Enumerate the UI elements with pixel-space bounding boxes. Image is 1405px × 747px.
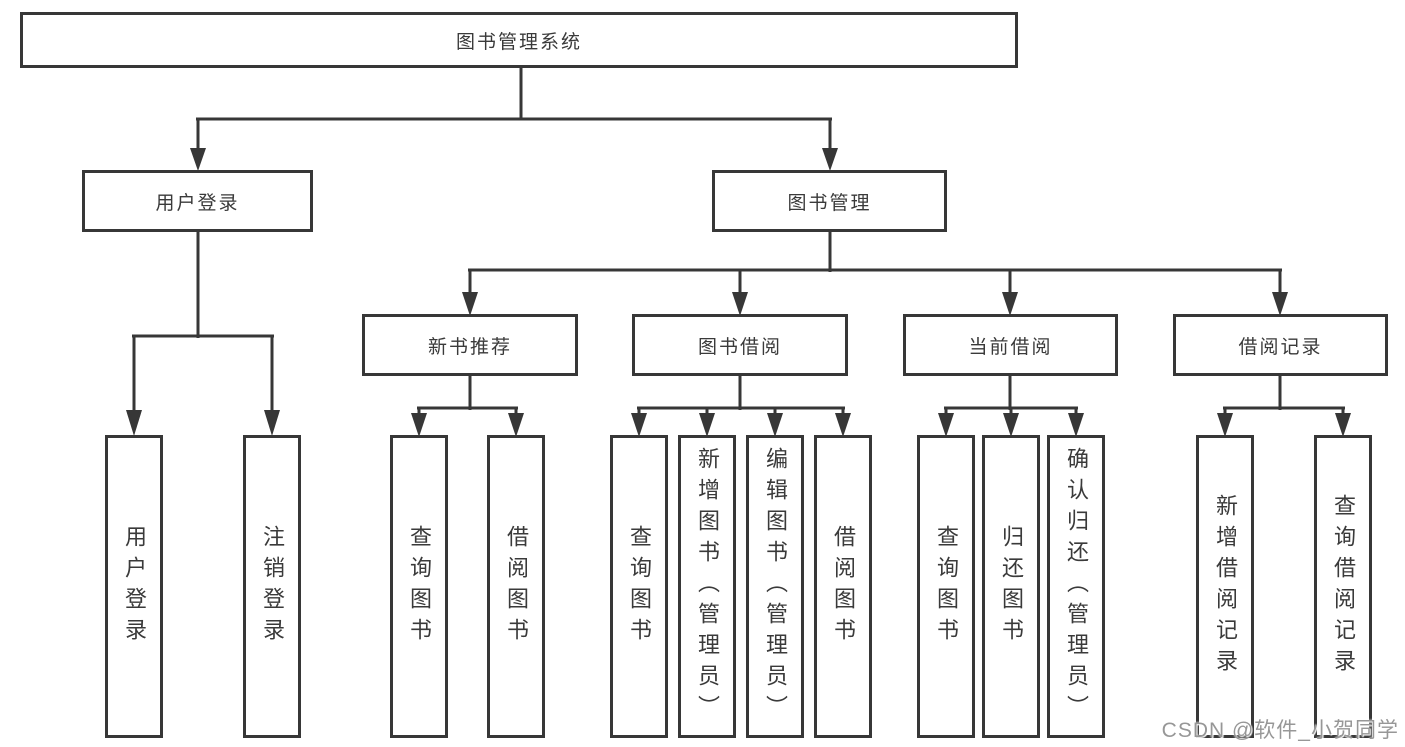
leaf-user-login: 用户登录 [105, 435, 163, 738]
node-borrow-records: 借阅记录 [1173, 314, 1388, 376]
node-book-management: 图书管理 [712, 170, 947, 232]
leaf-return-books: 归还图书 [982, 435, 1040, 738]
leaf-user-login-label: 用户登录 [122, 524, 147, 649]
leaf-logout-label: 注销登录 [260, 524, 285, 649]
node-root: 图书管理系统 [20, 12, 1018, 68]
leaf-add-books-admin: 新增图书（管理员） [678, 435, 736, 738]
leaf-query-books-current: 查询图书 [917, 435, 975, 738]
node-book-borrow-label: 图书借阅 [697, 336, 782, 358]
node-current-borrow: 当前借阅 [903, 314, 1118, 376]
leaf-logout: 注销登录 [243, 435, 301, 738]
leaf-query-books-recommend-label: 查询图书 [407, 524, 432, 649]
node-new-book-recommend-label: 新书推荐 [427, 336, 512, 358]
csdn-watermark: CSDN @软件_小贺同学 [1161, 719, 1399, 742]
leaf-edit-books-admin: 编辑图书（管理员） [746, 435, 804, 738]
leaf-return-books-label: 归还图书 [999, 524, 1024, 649]
leaf-add-borrow-record-label: 新增借阅记录 [1213, 493, 1238, 680]
node-user-login-label: 用户登录 [155, 192, 240, 214]
leaf-confirm-return-admin: 确认归还（管理员） [1047, 435, 1105, 738]
leaf-borrow-books: 借阅图书 [814, 435, 872, 738]
leaf-query-books-borrow-label: 查询图书 [627, 524, 652, 649]
leaf-query-borrow-record: 查询借阅记录 [1314, 435, 1372, 738]
node-root-label: 图书管理系统 [455, 31, 582, 53]
leaf-query-borrow-record-label: 查询借阅记录 [1331, 493, 1356, 680]
leaf-borrow-books-recommend-label: 借阅图书 [504, 524, 529, 649]
leaf-add-books-admin-label: 新增图书（管理员） [695, 447, 720, 726]
node-borrow-records-label: 借阅记录 [1238, 336, 1323, 358]
leaf-add-borrow-record: 新增借阅记录 [1196, 435, 1254, 738]
leaf-confirm-return-admin-label: 确认归还（管理员） [1064, 447, 1089, 726]
leaf-query-books-current-label: 查询图书 [934, 524, 959, 649]
node-book-borrow: 图书借阅 [632, 314, 848, 376]
node-book-management-label: 图书管理 [787, 192, 872, 214]
leaf-query-books-recommend: 查询图书 [390, 435, 448, 738]
leaf-borrow-books-label: 借阅图书 [831, 524, 856, 649]
leaf-query-books-borrow: 查询图书 [610, 435, 668, 738]
leaf-edit-books-admin-label: 编辑图书（管理员） [763, 447, 788, 726]
node-current-borrow-label: 当前借阅 [968, 336, 1053, 358]
node-new-book-recommend: 新书推荐 [362, 314, 578, 376]
leaf-borrow-books-recommend: 借阅图书 [487, 435, 545, 738]
node-user-login: 用户登录 [82, 170, 313, 232]
